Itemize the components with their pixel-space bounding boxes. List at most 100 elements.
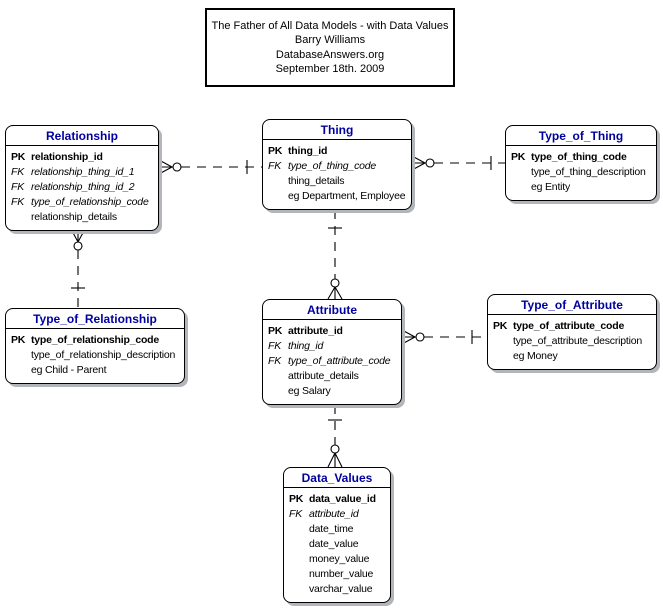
diagram-author: Barry Williams: [294, 34, 366, 46]
field-key-label: [11, 363, 31, 378]
field-key-label: [289, 582, 309, 597]
field-key-label: [289, 567, 309, 582]
field-name-label: date_value: [309, 538, 359, 550]
field-row: FK type_of_attribute_code: [268, 354, 399, 369]
field-name-label: type_of_attribute_code: [288, 355, 391, 367]
field-key-label: [268, 369, 288, 384]
field-name-label: relationship_thing_id_1: [31, 166, 135, 178]
field-key-label: [289, 552, 309, 567]
field-name-label: data_value_id: [309, 493, 376, 505]
field-key-label: [511, 165, 531, 180]
field-key-label: PK: [268, 145, 283, 157]
field-name-label: type_of_thing_code: [531, 151, 627, 163]
field-name-label: thing_details: [288, 175, 345, 187]
entity-data-values-title: Data_Values: [284, 468, 390, 488]
field-key-label: [268, 189, 288, 204]
entity-type-of-attribute-title: Type_of_Attribute: [488, 295, 656, 315]
field-name-label: attribute_details: [288, 370, 359, 382]
zero-circle-icon: [330, 278, 340, 288]
field-row: FK relationship_thing_id_1: [11, 165, 156, 180]
field-row: FK type_of_thing_code: [268, 159, 409, 174]
field-name-label: type_of_attribute_description: [513, 335, 643, 347]
field-key-label: FK: [268, 160, 282, 172]
field-key-label: PK: [511, 151, 526, 163]
field-name-label: eg Salary: [288, 385, 331, 397]
diagram-title-box: The Father of All Data Models - with Dat…: [205, 8, 455, 87]
zero-circle-icon: [172, 162, 182, 172]
field-row: eg Entity: [511, 180, 654, 195]
field-row: number_value: [289, 567, 388, 582]
field-row: type_of_thing_description: [511, 165, 654, 180]
field-key-label: [493, 334, 513, 349]
field-name-label: eg Money: [513, 350, 558, 362]
field-key-label: [11, 210, 31, 225]
field-key-label: FK: [289, 508, 303, 520]
field-key-label: [289, 522, 309, 537]
entity-type-of-thing[interactable]: Type_of_Thing PK type_of_thing_code type_o…: [505, 125, 657, 201]
field-key-label: [268, 174, 288, 189]
zero-circle-icon: [73, 241, 83, 251]
field-name-label: eg Department, Employee: [288, 190, 406, 202]
field-name-label: relationship_details: [31, 211, 117, 223]
field-row: eg Child - Parent: [11, 363, 182, 378]
crow-foot-icon: [327, 286, 343, 300]
field-row: date_value: [289, 537, 388, 552]
field-name-label: type_of_thing_code: [288, 160, 377, 172]
field-row: eg Salary: [268, 384, 399, 399]
connector-relationship-thing: [158, 159, 262, 175]
field-row: attribute_details: [268, 369, 399, 384]
field-key-label: FK: [11, 181, 25, 193]
field-key-label: [11, 348, 31, 363]
field-row: FK attribute_id: [289, 507, 388, 522]
field-name-label: attribute_id: [309, 508, 359, 520]
field-row: PK data_value_id: [289, 492, 388, 507]
field-name-label: date_time: [309, 523, 354, 535]
field-name-label: thing_id: [288, 145, 328, 157]
field-name-label: thing_id: [288, 340, 324, 352]
field-row: PK thing_id: [268, 144, 409, 159]
connector-attribute-data-values: [327, 405, 343, 468]
entity-relationship-title: Relationship: [6, 126, 158, 146]
field-name-label: number_value: [309, 568, 374, 580]
field-row: type_of_relationship_description: [11, 348, 182, 363]
entity-type-of-thing-title: Type_of_Thing: [506, 126, 656, 146]
zero-circle-icon: [425, 158, 435, 168]
field-name-label: type_of_relationship_description: [31, 349, 176, 361]
entity-type-of-thing-fields: PK type_of_thing_code type_of_thing_descri…: [506, 146, 656, 200]
field-row: varchar_value: [289, 582, 388, 597]
field-key-label: FK: [268, 355, 282, 367]
field-name-label: relationship_thing_id_2: [31, 181, 135, 193]
entity-type-of-relationship-title: Type_of_Relationship: [6, 309, 184, 329]
field-name-label: money_value: [309, 553, 370, 565]
field-row: relationship_details: [11, 210, 156, 225]
field-row: FK type_of_relationship_code: [11, 195, 156, 210]
field-row: thing_details: [268, 174, 409, 189]
field-row: FK relationship_thing_id_2: [11, 180, 156, 195]
field-key-label: PK: [493, 320, 508, 332]
field-row: PK type_of_thing_code: [511, 150, 654, 165]
field-key-label: PK: [289, 493, 304, 505]
field-key-label: FK: [11, 166, 25, 178]
field-name-label: varchar_value: [309, 583, 373, 595]
crow-foot-icon: [327, 452, 343, 468]
field-name-label: eg Child - Parent: [31, 364, 107, 376]
field-key-label: FK: [11, 196, 25, 208]
field-name-label: attribute_id: [288, 325, 343, 337]
field-name-label: relationship_id: [31, 151, 103, 163]
connector-thing-type-of-thing: [411, 155, 505, 171]
field-name-label: type_of_relationship_code: [31, 196, 149, 208]
